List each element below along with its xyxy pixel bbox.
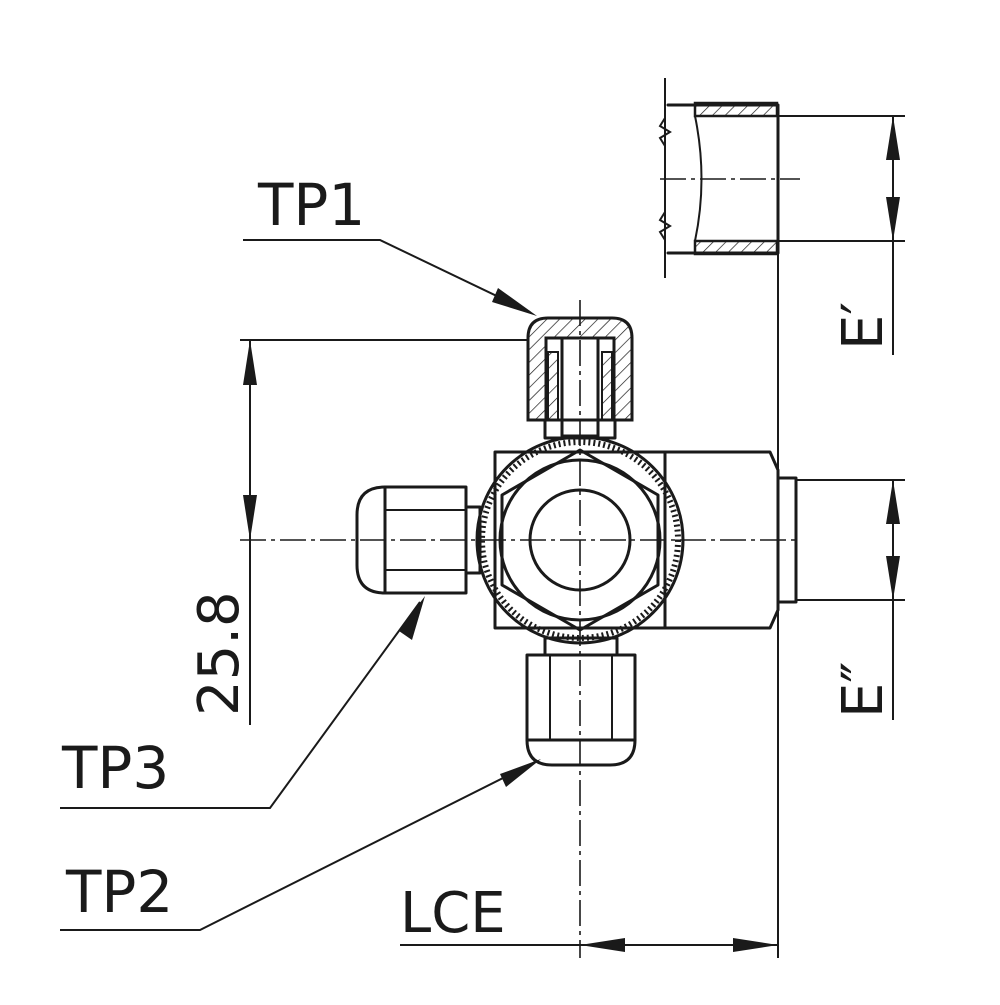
dimension-25-8: 25.8 bbox=[187, 339, 528, 725]
tp3-label: TP3 bbox=[61, 734, 169, 802]
leader-tp1: TP1 bbox=[243, 171, 537, 316]
dimension-e-prime: E′ bbox=[831, 116, 900, 355]
tp2-label: TP2 bbox=[65, 858, 173, 926]
dim-25-8-text: 25.8 bbox=[187, 591, 252, 716]
dim-e-prime-text: E′ bbox=[831, 302, 896, 350]
tube-end-detail bbox=[658, 78, 905, 278]
tp1-label: TP1 bbox=[257, 171, 365, 239]
dimension-lce: LCE bbox=[400, 881, 778, 952]
leader-tp3: TP3 bbox=[60, 596, 425, 809]
center-lines bbox=[240, 300, 800, 958]
leader-tp2: TP2 bbox=[60, 759, 541, 931]
dim-lce-text: LCE bbox=[400, 881, 506, 946]
dim-e-double-text: E″ bbox=[831, 662, 896, 718]
dimension-e-double: E″ bbox=[796, 479, 905, 720]
tp2-cap bbox=[525, 636, 637, 767]
